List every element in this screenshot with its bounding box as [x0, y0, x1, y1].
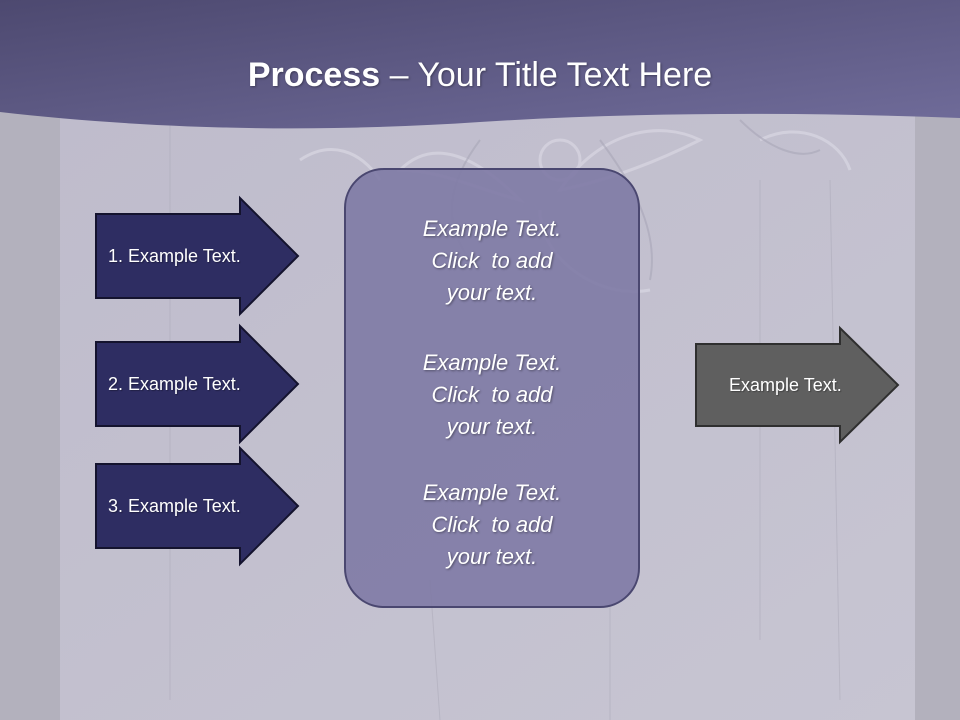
- center-line: Example Text.: [422, 350, 562, 375]
- center-text-block-3[interactable]: Example Text. Click to add your text.: [344, 477, 640, 573]
- step-arrow-2[interactable]: [95, 323, 300, 445]
- title-bold: Process: [247, 56, 381, 94]
- center-line: Example Text.: [422, 480, 562, 505]
- center-text-block-2[interactable]: Example Text. Click to add your text.: [344, 347, 640, 443]
- output-label: Example Text.: [729, 375, 842, 395]
- center-line: Click to add: [431, 382, 553, 407]
- center-text-block-1[interactable]: Example Text. Click to add your text.: [344, 213, 640, 309]
- center-line: Example Text.: [422, 216, 562, 241]
- step-label-1: 1. Example Text.: [108, 246, 241, 266]
- page-title: Process – Your Title Text Here: [0, 52, 960, 98]
- center-line: Click to add: [431, 248, 553, 273]
- step-label-3: 3. Example Text.: [108, 496, 241, 516]
- step-arrow-3[interactable]: [95, 445, 300, 567]
- step-label-2: 2. Example Text.: [108, 374, 241, 394]
- center-text-box[interactable]: [344, 168, 640, 608]
- header-band: [0, 0, 960, 129]
- center-line: your text.: [446, 280, 538, 305]
- title-rest: – Your Title Text Here: [380, 56, 713, 94]
- center-line: your text.: [446, 544, 538, 569]
- step-arrow-1[interactable]: [95, 195, 300, 317]
- center-line: Click to add: [431, 512, 553, 537]
- center-line: your text.: [446, 414, 538, 439]
- output-arrow[interactable]: [695, 325, 900, 445]
